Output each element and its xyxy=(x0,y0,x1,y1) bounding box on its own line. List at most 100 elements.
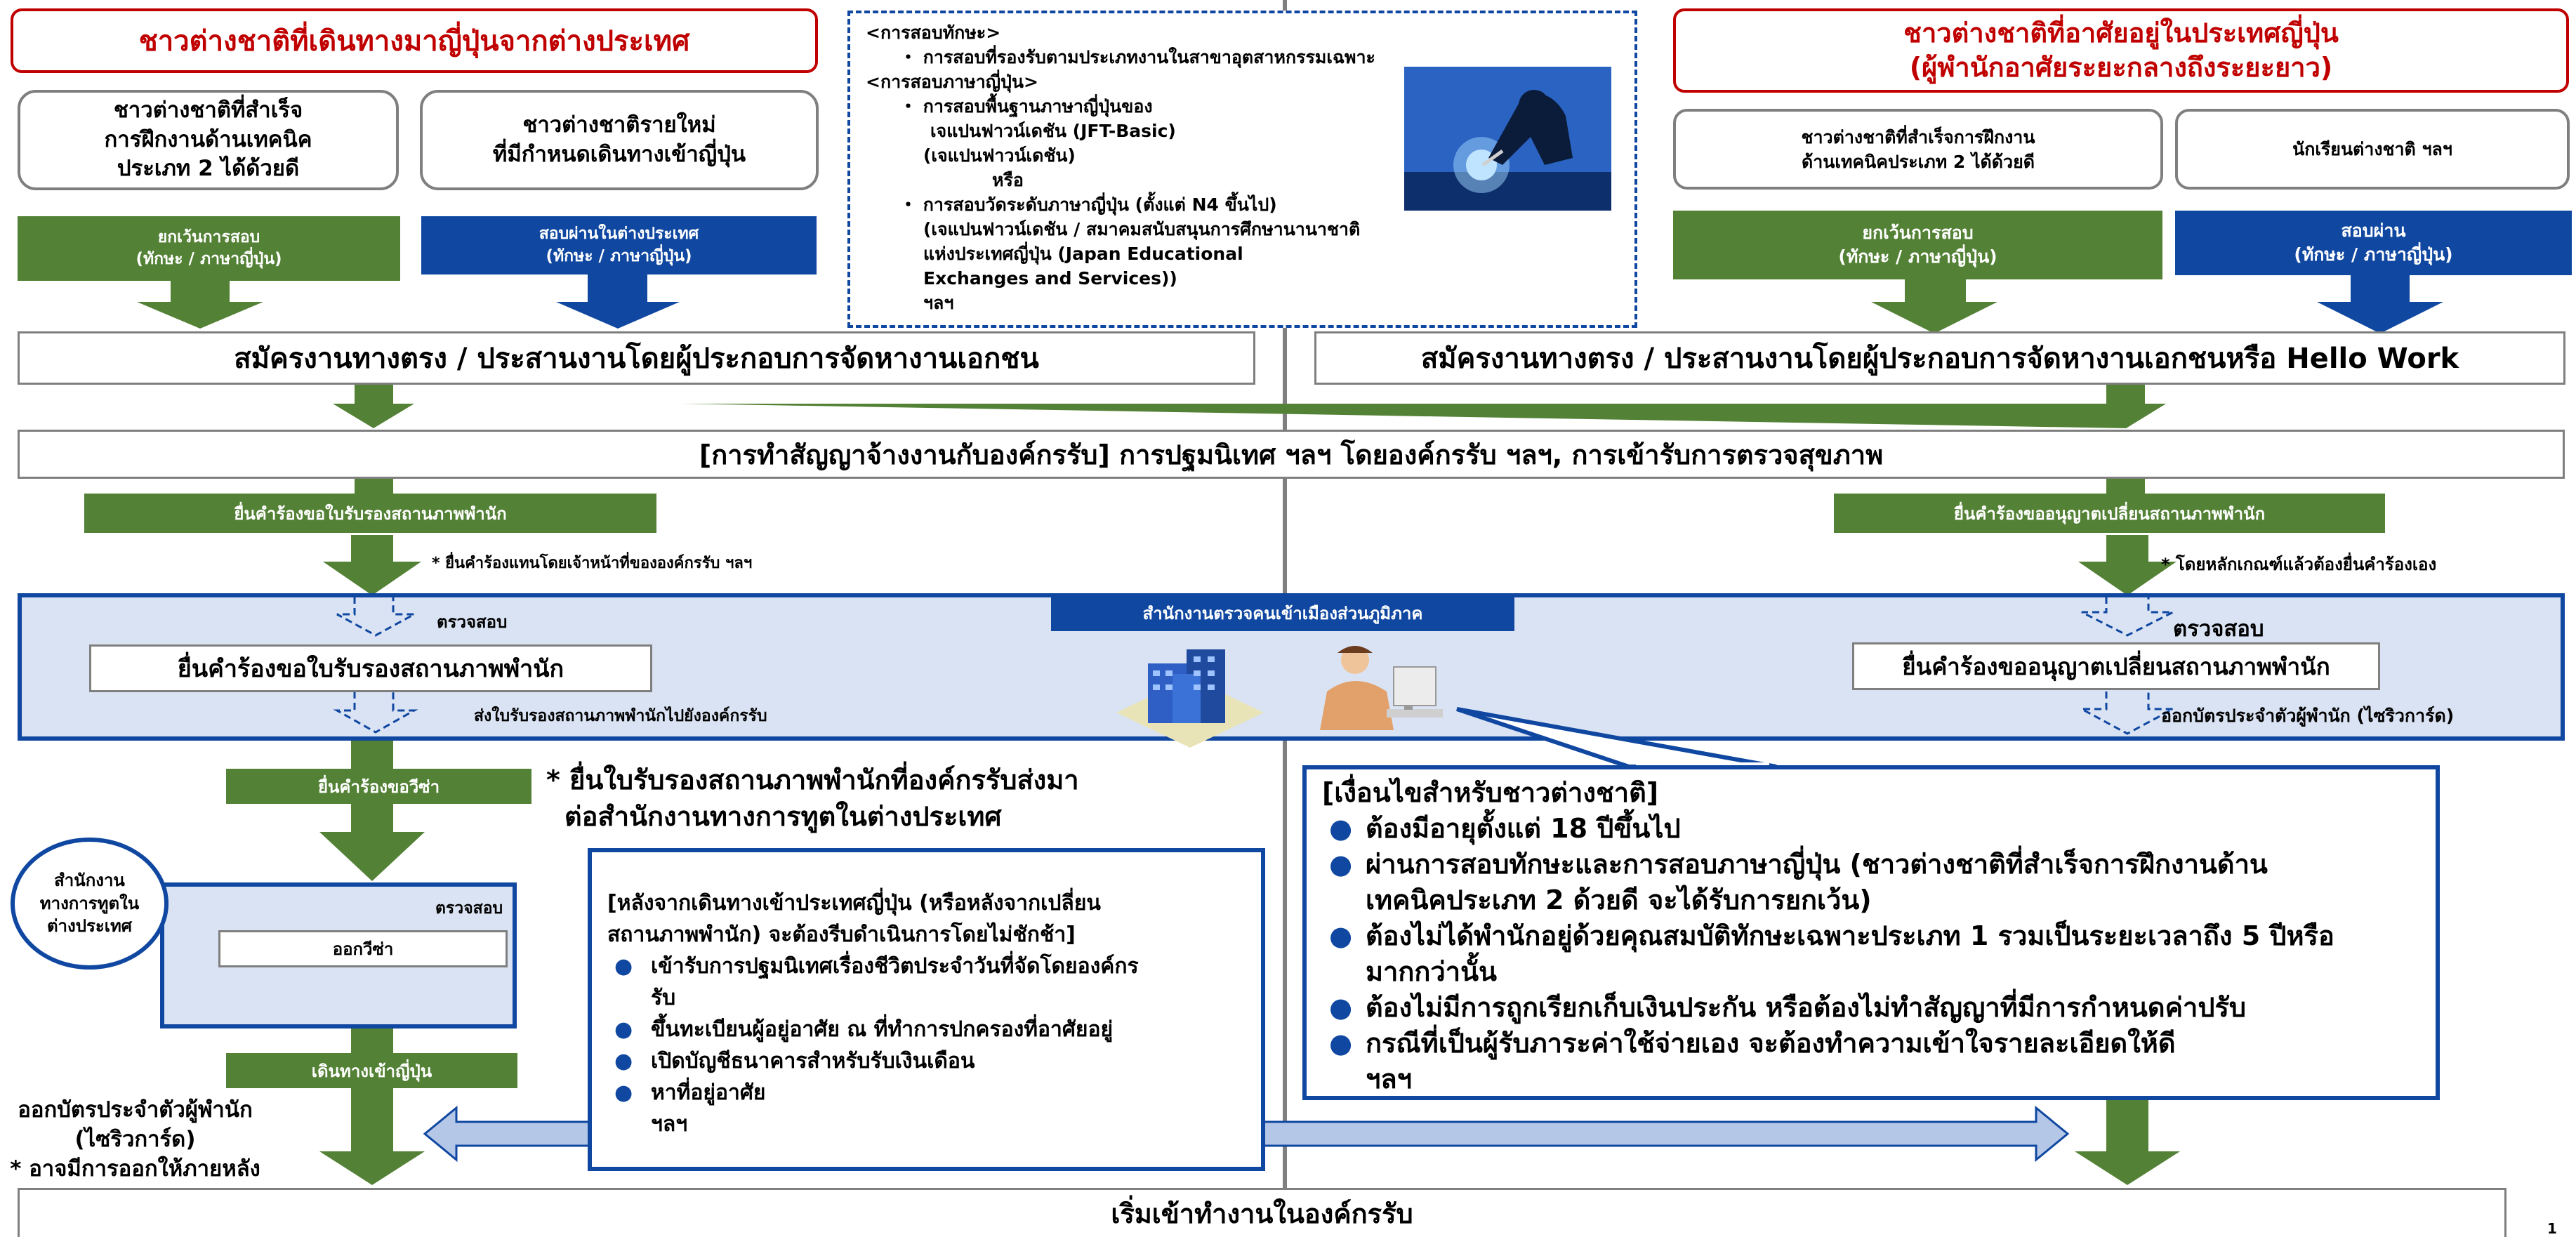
left-box-new-foreigner: ชาวต่างชาติรายใหม่ ที่มีกำหนดเดินทางเข้า… xyxy=(420,90,819,190)
right-box-student: นักเรียนต่างชาติ ฯลฯ xyxy=(2175,109,2570,190)
left-pass-abroad-line2: (ทักษะ / ภาษาญี่ปุ่น) xyxy=(546,246,692,265)
immigration-office-label: สำนักงานตรวจคนเข้าเมืองส่วนภูมิภาค xyxy=(1051,595,1514,631)
left-pass-abroad-line1: สอบผ่านในต่างประเทศ xyxy=(539,225,699,244)
left-apply-text: สมัครงานทางตรง / ประสานงานโดยผู้ประกอบกา… xyxy=(234,343,1039,375)
enter-japan-label: เดินทางเข้าญี่ปุ่น xyxy=(226,1053,517,1088)
left-proxy-note: * ยื่นคำร้องแทนโดยเจ้าหน้าที่ขององค์กรรั… xyxy=(432,555,753,572)
left-header-text: ชาวต่างชาติที่เดินทางมาญี่ปุ่นจากต่างประ… xyxy=(138,25,690,58)
arrow-right-pass xyxy=(2317,298,2443,333)
left-box-tech-intern: ชาวต่างชาติที่สำเร็จ การฝึกงานด้านเทคนิค… xyxy=(18,90,399,190)
arrow-right-exempt xyxy=(1871,298,1997,333)
left-exempt-line2: (ทักษะ / ภาษาญี่ปุ่น) xyxy=(136,250,282,268)
enter-japan-text: เดินทางเข้าญี่ปุ่น xyxy=(311,1061,432,1081)
left-pass-abroad-label: สอบผ่านในต่างประเทศ (ทักษะ / ภาษาญี่ปุ่น… xyxy=(421,216,817,274)
left-arrowhead-4 xyxy=(319,1151,425,1185)
exam-info-etc: ฯลฯ xyxy=(923,293,954,313)
exam-info-skill-test: ・ การสอบที่รองรับตามประเภทงานในสาขาอุตสา… xyxy=(899,47,1375,67)
arrow-left-to-immigration xyxy=(323,535,421,595)
officer-image xyxy=(1316,642,1446,737)
after-entry-list: เข้ารับการปฐมนิเทศเรื่องชีวิตประจำวันที่… xyxy=(607,951,1247,1140)
right-exempt-label: ยกเว้นการสอบ (ทักษะ / ภาษาญี่ปุ่น) xyxy=(1673,211,2162,279)
issue-visa-box: ออกวีซ่า xyxy=(218,930,508,967)
after-entry-item: เข้ารับการปฐมนิเทศเรื่องชีวิตประจำวันที่… xyxy=(607,951,1247,1014)
left-box-tech-intern-line1: ชาวต่างชาติที่สำเร็จ xyxy=(113,97,303,123)
left-box-tech-intern-line3: ประเภท 2 ได้ด้วยดี xyxy=(117,156,300,182)
condition-item: กรณีที่เป็นผู้รับภาระค่าใช้จ่ายเอง จะต้อ… xyxy=(1322,1026,2422,1097)
right-exempt-stem xyxy=(1905,279,1966,302)
left-box-new-foreigner-line2: ที่มีกำหนดเดินทางเข้าญี่ปุ่น xyxy=(492,141,746,167)
exam-info-skill-title: <การสอบทักษะ> xyxy=(866,22,1001,43)
embassy-line2: ทางการทูตใน xyxy=(39,893,140,913)
condition-item: ต้องไม่ได้พำนักอยู่ด้วยคุณสมบัติทักษะเฉพ… xyxy=(1322,918,2422,990)
left-coe-request-label: ยื่นคำร้องขอใบรับรองสถานภาพพำนัก xyxy=(84,494,656,533)
right-box-tech-intern-line1: ชาวต่างชาติที่สำเร็จการฝึกงาน xyxy=(1801,126,2035,147)
visa-request-text: ยื่นคำร้องขอวีซ่า xyxy=(317,776,440,797)
residence-card-line1: ออกบัตรประจำตัวผู้พำนัก xyxy=(18,1097,253,1123)
issue-visa-text: ออกวีซ่า xyxy=(332,939,394,959)
exam-info-jlpt-line2: (เจแปนฟาวน์เดชัน / สมาคมสนับสนุนการศึกษา… xyxy=(923,219,1361,239)
exam-info-jft-line2: เจแปนฟาวน์เดชัน (JFT-Basic) xyxy=(930,121,1176,141)
arrow-left-exempt xyxy=(137,298,263,329)
arrow-right-to-immigration xyxy=(2078,535,2177,595)
right-pass-stem xyxy=(2351,275,2410,302)
left-exempt-stem xyxy=(171,281,230,302)
right-self-note: * โดยหลักเกณฑ์แล้วต้องยื่นคำร้องเอง xyxy=(2161,555,2437,574)
after-entry-box: [หลังจากเดินทางเข้าประเทศญี่ปุ่น (หรือหล… xyxy=(588,848,1265,1171)
condition-item: ผ่านการสอบทักษะและการสอบภาษาญี่ปุ่น (ชาว… xyxy=(1322,847,2422,918)
left-coe-box-text: ยื่นคำร้องขอใบรับรองสถานภาพพำนัก xyxy=(177,655,564,683)
building-icon xyxy=(1116,649,1264,748)
right-check-label: ตรวจสอบ xyxy=(2173,616,2264,642)
left-header: ชาวต่างชาติที่เดินทางมาญี่ปุ่นจากต่างประ… xyxy=(11,8,818,73)
right-apply-text: สมัครงานทางตรง / ประสานงานโดยผู้ประกอบกา… xyxy=(1420,343,2459,375)
start-work-bar: เริ่มเข้าทำงานในองค์กรรับ xyxy=(18,1188,2506,1237)
right-apply-bar: สมัครงานทางตรง / ประสานงานโดยผู้ประกอบกา… xyxy=(1314,331,2565,385)
conditions-title: [เงื่อนไขสำหรับชาวต่างชาติ] xyxy=(1322,777,1659,808)
officer-at-computer-icon xyxy=(1320,646,1443,730)
left-exempt-line1: ยกเว้นการสอบ xyxy=(157,227,260,246)
left-stem-2 xyxy=(351,804,393,835)
residence-card-note: ออกบัตรประจำตัวผู้พำนัก (ไซริวการ์ด) * อ… xyxy=(0,1095,270,1184)
residence-card-line2: (ไซริวการ์ด) xyxy=(74,1127,196,1152)
left-exempt-label: ยกเว้นการสอบ (ทักษะ / ภาษาญี่ปุ่น) xyxy=(18,216,400,281)
right-change-box: ยื่นคำร้องขออนุญาตเปลี่ยนสถานภาพพำนัก xyxy=(1852,642,2380,690)
left-arrowhead-2 xyxy=(319,832,425,881)
right-box-tech-intern-line2: ด้านเทคนิคประเภท 2 ได้ด้วยดี xyxy=(1802,151,2035,172)
right-change-request-label: ยื่นคำร้องขออนุญาตเปลี่ยนสถานภาพพำนัก xyxy=(1834,494,2385,533)
right-header-line2: (ผู้พำนักอาศัยระยะกลางถึงระยะยาว) xyxy=(1909,52,2333,83)
right-pass-label: สอบผ่าน (ทักษะ / ภาษาญี่ปุ่น) xyxy=(2175,211,2572,275)
contract-bar: [การทำสัญญาจ้างงานกับองค์กรรับ] การปฐมนิ… xyxy=(18,430,2565,479)
left-stem-4 xyxy=(351,1088,393,1155)
right-exempt-line2: (ทักษะ / ภาษาญี่ปุ่น) xyxy=(1838,246,1997,267)
left-box-new-foreigner-line1: ชาวต่างชาติรายใหม่ xyxy=(522,112,716,138)
left-box-tech-intern-line2: การฝึกงานด้านเทคนิค xyxy=(104,126,312,152)
exam-info-jft-line1: ・ การสอบพื้นฐานภาษาญี่ปุ่นของ xyxy=(899,96,1153,117)
right-box-student-text: นักเรียนต่างชาติ ฯลฯ xyxy=(2292,138,2452,159)
right-header-line1: ชาวต่างชาติที่อาศัยอยู่ในประเทศญี่ปุ่น xyxy=(1903,17,2339,48)
right-stem-lower xyxy=(2106,1099,2148,1155)
embassy-line1: สำนักงาน xyxy=(54,871,125,891)
exam-info-jlpt-line4: Exchanges and Services)) xyxy=(923,268,1177,289)
right-box-tech-intern: ชาวต่างชาติที่สำเร็จการฝึกงาน ด้านเทคนิค… xyxy=(1673,109,2163,190)
right-header: ชาวต่างชาติที่อาศัยอยู่ในประเทศญี่ปุ่น (… xyxy=(1673,8,2569,93)
right-card-issue-label: ออกบัตรประจำตัวผู้พำนัก (ไซริวการ์ด) xyxy=(2161,706,2455,726)
visa-note: * ยื่นใบรับรองสถานภาพพำนักที่องค์กรรับส่… xyxy=(546,762,1079,835)
arrow-left-to-contract xyxy=(333,385,414,428)
right-change-box-text: ยื่นคำร้องขออนุญาตเปลี่ยนสถานภาพพำนัก xyxy=(1902,652,2330,680)
welder-icon xyxy=(1404,67,1611,211)
right-pass-line2: (ทักษะ / ภาษาญี่ปุ่น) xyxy=(2294,244,2453,265)
immigration-office-text: สำนักงานตรวจคนเข้าเมืองส่วนภูมิภาค xyxy=(1142,603,1423,623)
left-stem-3 xyxy=(351,1028,393,1053)
embassy-line3: ต่างประเทศ xyxy=(46,916,133,937)
right-pass-line1: สอบผ่าน xyxy=(2341,220,2406,242)
condition-item: ต้องมีอายุตั้งแต่ 18 ปีขึ้นไป xyxy=(1322,811,2422,847)
conditions-box: [เงื่อนไขสำหรับชาวต่างชาติ] ต้องมีอายุตั… xyxy=(1302,765,2440,1100)
exam-info-jft-line3: (เจแปนฟาวน์เดชัน) xyxy=(923,145,1076,166)
exam-info-jlpt-line3: แห่งประเทศญี่ปุ่น (Japan Educational xyxy=(923,244,1243,264)
after-entry-item: เปิดบัญชีธนาคารสำหรับรับเงินเดือน xyxy=(607,1045,1247,1077)
visa-note-line2: ต่อสำนักงานทางการทูตในต่างประเทศ xyxy=(564,801,1002,832)
left-check-label: ตรวจสอบ xyxy=(437,612,508,632)
welder-image xyxy=(1404,67,1611,211)
left-send-coe-label: ส่งใบรับรองสถานภาพพำนักไปยังองค์กรรับ xyxy=(474,707,767,725)
right-exempt-line1: ยกเว้นการสอบ xyxy=(1862,223,1974,244)
